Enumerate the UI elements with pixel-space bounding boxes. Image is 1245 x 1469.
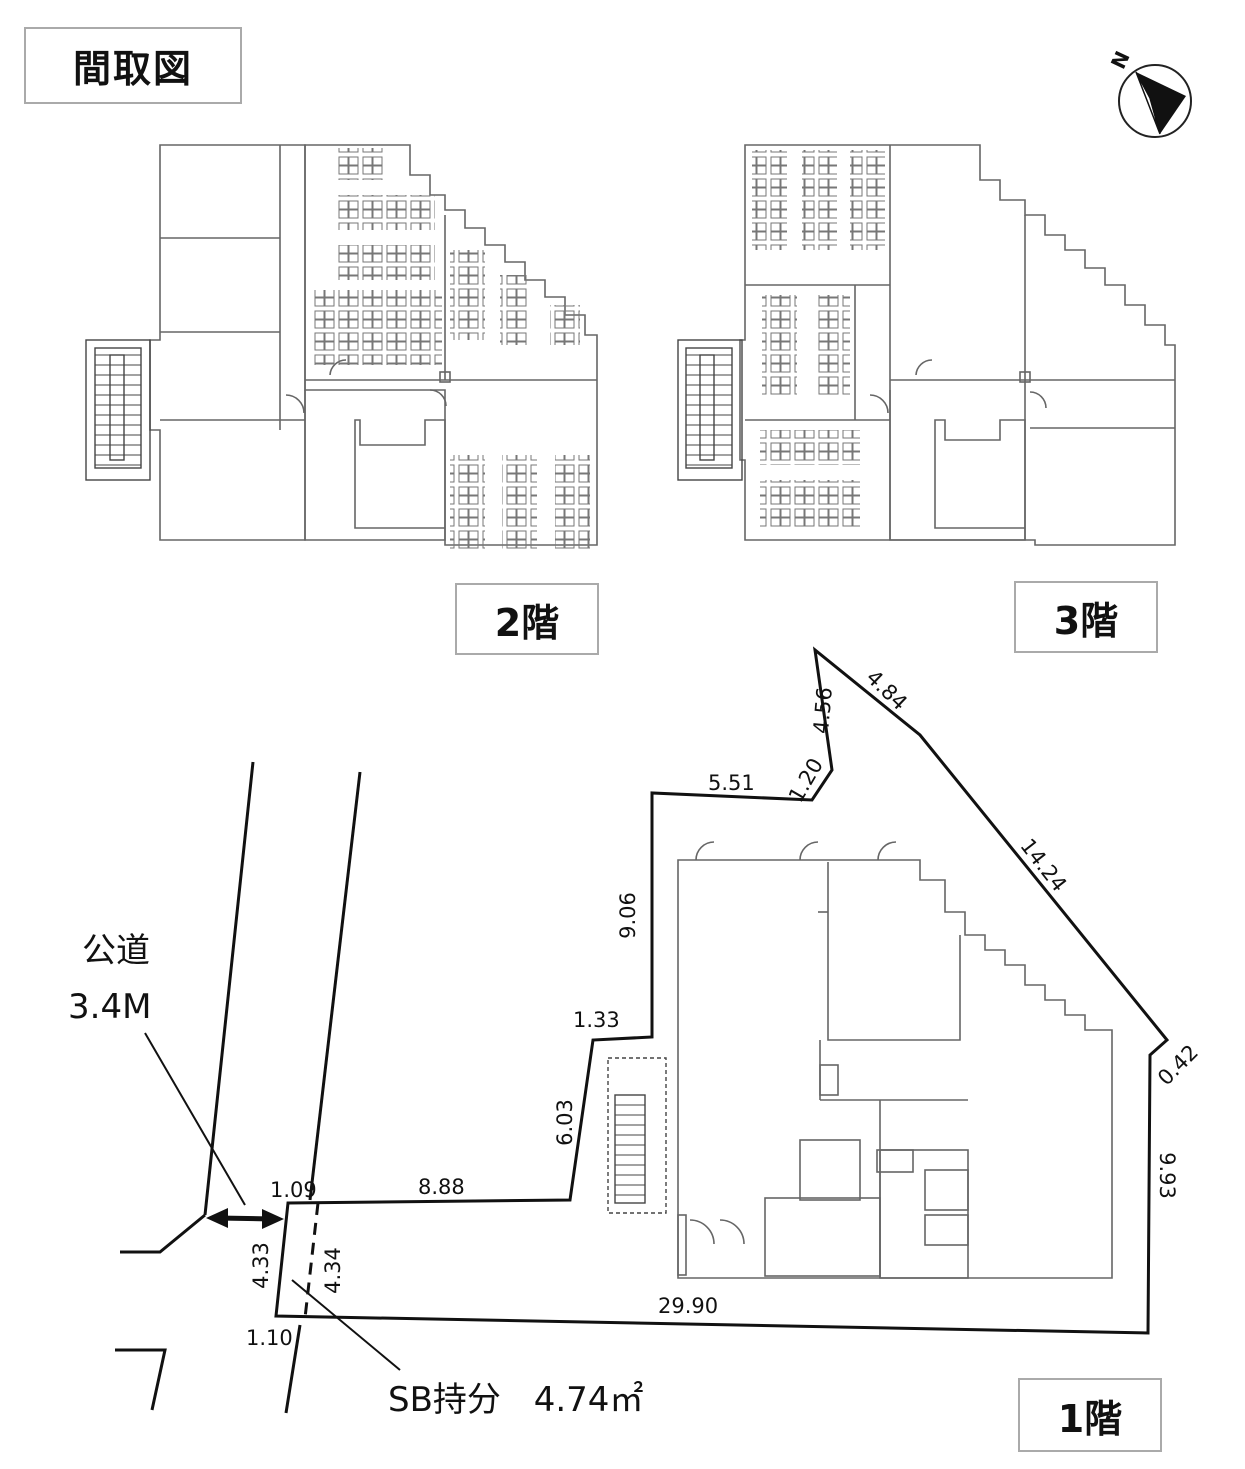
road-name: 公道 <box>82 931 150 971</box>
site-boundary <box>274 646 1170 1335</box>
floor-2-stairs <box>85 339 151 481</box>
dimension-109: 1.09 <box>270 1178 317 1202</box>
setback-label-text: SB持分 <box>388 1380 501 1420</box>
floor-3-plan <box>739 144 1176 546</box>
road-width-arrow <box>206 1208 284 1229</box>
compass-icon <box>1118 64 1192 138</box>
dimension-2990: 29.90 <box>658 1294 719 1318</box>
road-width: 3.4M <box>68 987 152 1027</box>
dimension-456: 4.56 <box>808 686 837 735</box>
dimension-110: 1.10 <box>246 1326 293 1350</box>
setback-area: 4.74㎡ <box>533 1380 644 1420</box>
road-lines <box>115 761 362 1414</box>
setback-leader-line <box>291 1279 401 1371</box>
floor-1-building <box>677 841 1113 1279</box>
dimension-603: 6.03 <box>552 1099 577 1146</box>
floor-3-label: 3階 <box>1014 581 1158 653</box>
dimension-433: 4.33 <box>248 1242 273 1289</box>
floor-1-label: 1階 <box>1018 1378 1162 1452</box>
road-leader-line <box>144 1032 246 1206</box>
dimension-906: 9.06 <box>615 892 640 939</box>
dimension-133: 1.33 <box>573 1008 620 1032</box>
floor-3-desks <box>752 150 885 530</box>
floor-1-stairs <box>607 1057 667 1214</box>
floor-3-stairs <box>677 339 743 481</box>
page-title: 間取図 <box>24 27 242 104</box>
dimension-888: 8.88 <box>418 1175 465 1199</box>
setback-label: SB持分 4.74㎡ <box>388 1383 643 1417</box>
floor-2-plan <box>149 144 598 546</box>
dimension-434: 4.34 <box>320 1247 345 1294</box>
dimension-993: 9.93 <box>1154 1152 1179 1199</box>
floor-2-label: 2階 <box>455 583 599 655</box>
floor-2-desks <box>312 148 590 550</box>
dimension-551: 5.51 <box>708 771 755 795</box>
